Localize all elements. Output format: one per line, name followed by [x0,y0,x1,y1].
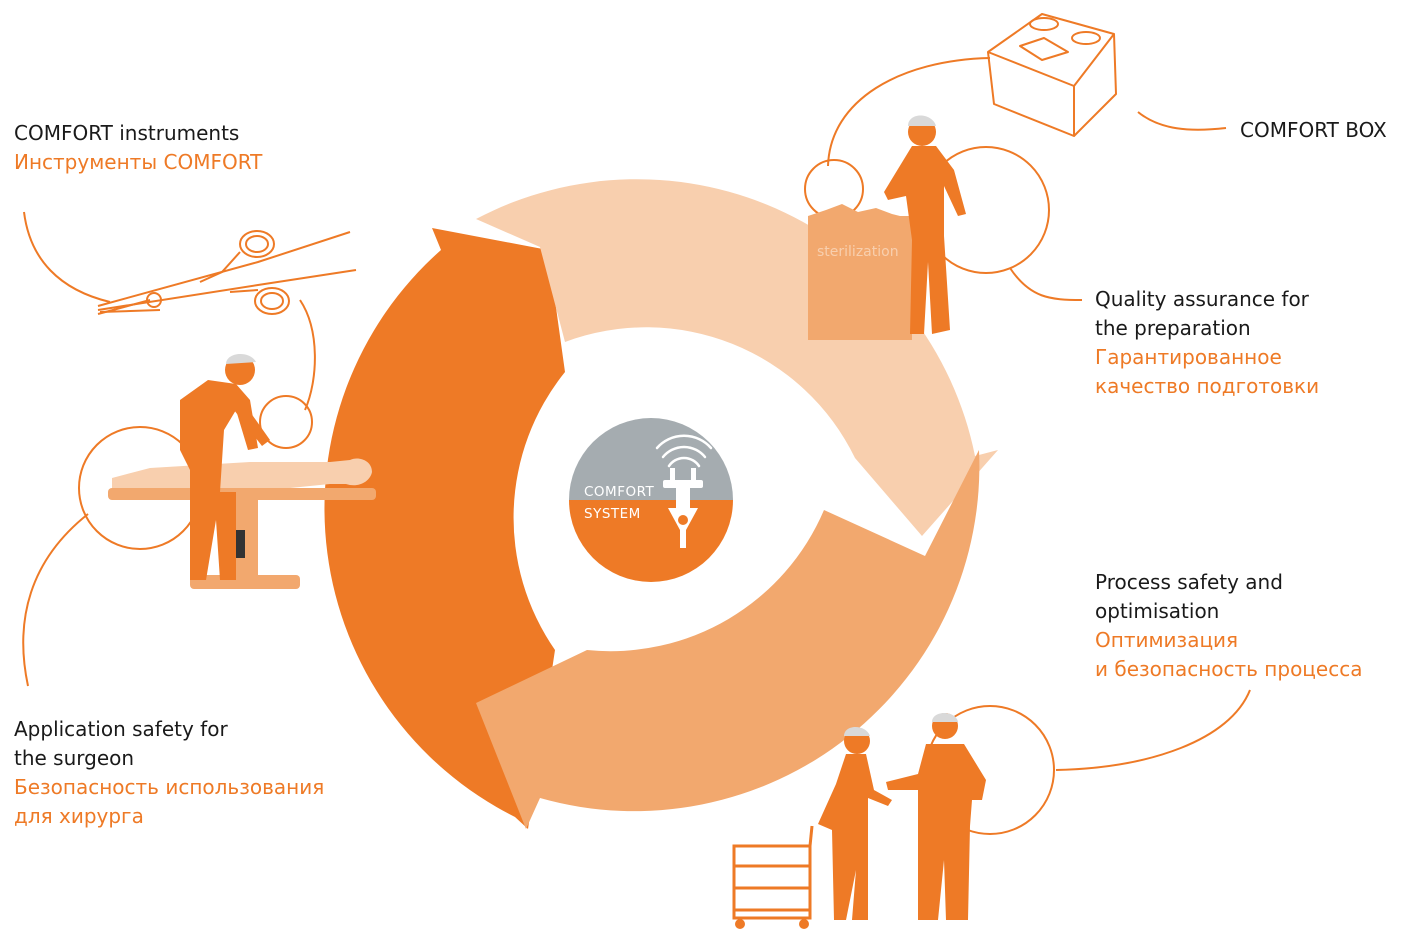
label-surgeon-ru-1: Безопасность использования [14,775,325,799]
cycle-arrow-bottom [476,450,980,829]
cycle-arrow-left [324,228,565,829]
label-surgeon-ru-2: для хирурга [14,804,144,828]
label-surgeon-en-2: the surgeon [14,746,135,770]
label-surgeon-en-1: Application safety for [14,717,228,741]
label-comfort-instruments: COMFORT instruments Инструменты COMFORT [14,119,262,177]
connector-instruments [23,211,111,303]
connector-instruments-surgeon [299,299,316,411]
label-process-ru-1: Оптимизация [1095,628,1239,652]
comfort-box-icon [987,13,1117,137]
comfort-system-logo: COMFORT SYSTEM [569,418,733,582]
center-line-1: COMFORT [584,484,654,500]
label-process-safety: Process safety and optimisation Оптимиза… [1095,568,1362,684]
center-line-2: SYSTEM [584,506,641,522]
label-quality-en-1: Quality assurance for [1095,287,1309,311]
label-quality-assurance: Quality assurance for the preparation Га… [1095,285,1319,401]
label-process-en-1: Process safety and [1095,570,1283,594]
label-instruments-ru: Инструменты COMFORT [14,150,263,174]
label-quality-ru-2: качество подготовки [1095,374,1320,398]
surgeon-operating-table-icon [108,353,376,589]
connector-process-label [1055,689,1251,771]
label-quality-ru-1: Гарантированное [1095,345,1282,369]
staff-cart-icon [732,713,986,929]
label-instruments-en: COMFORT instruments [14,121,240,145]
label-application-safety: Application safety for the surgeon Безоп… [14,715,324,831]
connector-box-label [1137,111,1227,131]
connector-surgeon-label [22,513,89,687]
label-comfort-box: COMFORT BOX [1240,116,1387,145]
nurse-sterilizer-icon: sterilization [808,115,966,340]
label-box-en: COMFORT BOX [1240,118,1387,142]
connector-quality-label [1009,267,1083,301]
label-process-en-2: optimisation [1095,599,1220,623]
surgical-clamp-icon [97,230,357,315]
connector-ring-instruments [259,395,313,449]
label-quality-en-2: the preparation [1095,316,1251,340]
connector-box-link [827,57,991,167]
wireless-icon [655,434,713,468]
plug-icon [663,468,703,548]
sterilizer-label: sterilization [817,244,899,260]
label-process-ru-2: и безопасность процесса [1095,657,1363,681]
